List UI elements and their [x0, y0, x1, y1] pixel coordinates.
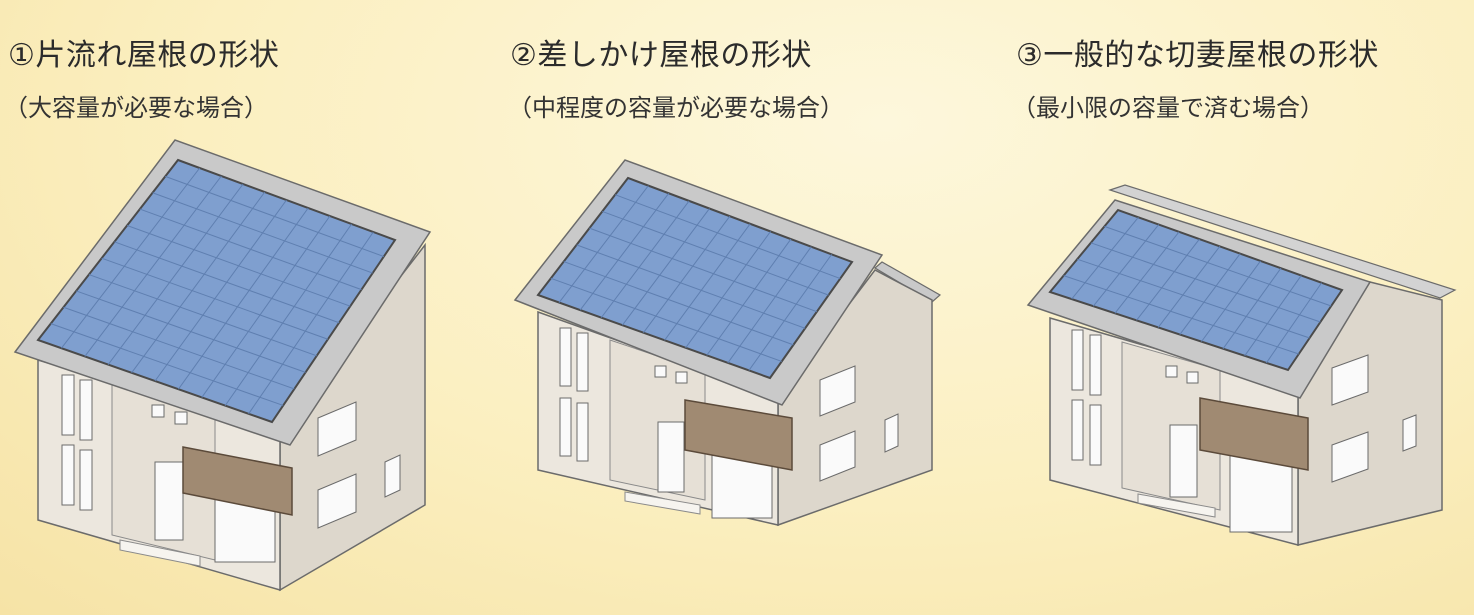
- solar-grid-line: [748, 254, 833, 371]
- solar-grid-line: [165, 175, 384, 258]
- solar-grid-line: [248, 231, 374, 415]
- solar-grid-line: [600, 200, 690, 318]
- panel-lean-to: ②差しかけ屋根の形状 （中程度の容量が必要な場合）: [500, 0, 990, 615]
- solar-grid-line: [1179, 253, 1241, 335]
- solar-grid-line: [614, 194, 841, 280]
- solar-grid-line: [107, 183, 244, 365]
- solar-grid-line: [1077, 258, 1310, 339]
- solar-grid-line: [1157, 246, 1221, 328]
- solar-grid-line: [589, 227, 818, 313]
- solar-grid-line: [1222, 267, 1282, 350]
- solar-grid-line: [1104, 225, 1332, 307]
- solar-grid-line: [1071, 216, 1139, 300]
- house-illustration-lean-to: [513, 159, 942, 527]
- solar-grid-line: [576, 244, 806, 329]
- solar-grid-line: [152, 192, 373, 274]
- solar-grid-line: [643, 215, 731, 334]
- solar-grid-line: [76, 290, 306, 373]
- solar-grid-line: [558, 185, 649, 303]
- panel-subtitle: （中程度の容量が必要な場合）: [508, 94, 844, 122]
- solar-grid-line: [101, 257, 329, 340]
- solar-grid-line: [1114, 231, 1180, 314]
- panel-title: ③一般的な切妻屋根の形状: [1016, 38, 1379, 73]
- panel-title: ②差しかけ屋根の形状: [510, 38, 812, 73]
- solar-grid-line: [201, 215, 331, 398]
- solar-grid-line: [1136, 238, 1200, 321]
- house-illustration-gable: [1026, 184, 1457, 546]
- panel-title: ①片流れ屋根の形状: [8, 38, 280, 73]
- solar-grid-line: [131, 191, 266, 374]
- solar-grid-line: [1092, 224, 1160, 307]
- solar-grid-line: [550, 277, 782, 362]
- panel-gable: ③一般的な切妻屋根の形状 （最小限の容量で済む場合）: [1010, 0, 1474, 615]
- solar-grid-line: [1265, 282, 1323, 364]
- house-illustration-mono-pitch: [13, 139, 432, 592]
- solar-grid-line: [579, 192, 670, 311]
- solar-grid-line: [50, 323, 284, 406]
- solar-grid-line: [664, 223, 751, 341]
- solar-grid-line: [685, 231, 771, 349]
- solar-grid-line: [139, 208, 362, 291]
- solar-grid-line: [177, 207, 309, 390]
- solar-grid-line: [727, 246, 812, 364]
- solar-grid-line: [1244, 275, 1302, 357]
- solar-grid-line: [84, 175, 222, 357]
- solar-grid-line: [706, 238, 792, 356]
- solar-grid-line: [114, 241, 340, 324]
- solar-grid-line: [1201, 260, 1261, 342]
- solar-grid-line: [224, 223, 353, 406]
- panel-subtitle: （大容量が必要な場合）: [4, 94, 268, 122]
- solar-grid-line: [1063, 275, 1299, 355]
- solar-grid-line: [602, 210, 829, 296]
- solar-grid-line: [63, 306, 295, 390]
- solar-grid-line: [154, 199, 287, 382]
- solar-grid-line: [88, 274, 317, 357]
- solar-grid-line: [563, 261, 794, 346]
- solar-grid-line: [621, 208, 710, 326]
- panel-mono-pitch: ①片流れ屋根の形状 （大容量が必要な場合）: [0, 0, 490, 615]
- solar-grid-line: [61, 167, 201, 349]
- solar-grid-line: [1090, 242, 1321, 323]
- panel-subtitle: （最小限の容量で済む場合）: [1012, 94, 1324, 122]
- solar-grid-line: [126, 224, 351, 307]
